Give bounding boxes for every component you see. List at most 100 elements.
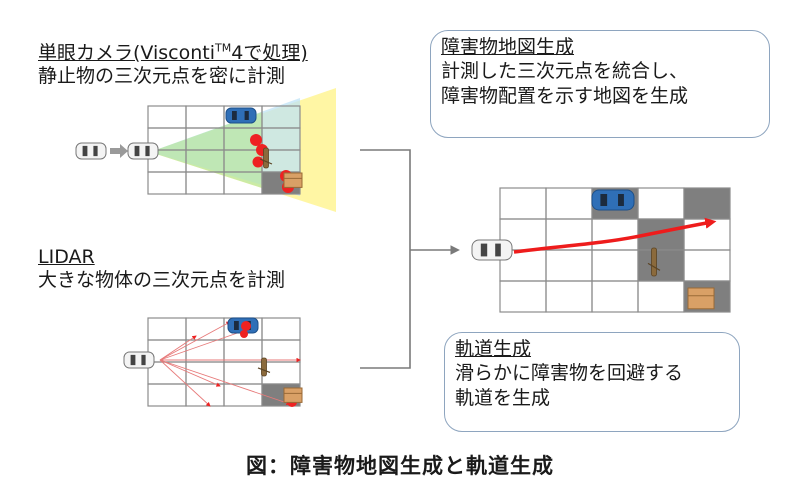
person-icon xyxy=(259,147,273,169)
person-shadow xyxy=(259,158,273,165)
map-callout-line1: 計測した三次元点を統合し、 xyxy=(441,60,689,83)
map-callout-line2: 障害物配置を示す地図を生成 xyxy=(441,84,689,107)
grid-cell xyxy=(261,339,301,363)
box-body xyxy=(283,387,303,403)
grid-cell xyxy=(147,317,187,341)
car-body xyxy=(75,142,107,160)
car-window xyxy=(141,354,146,366)
blue-car-icon xyxy=(225,107,257,124)
grid-cell xyxy=(545,187,593,220)
lidar-ray xyxy=(159,359,211,407)
person-shadow xyxy=(257,367,271,373)
grid-cell xyxy=(591,249,639,282)
lidar-ray xyxy=(159,359,291,405)
planned-trajectory xyxy=(513,217,717,254)
obstacle-point xyxy=(241,321,251,331)
car-window xyxy=(130,354,136,366)
trajectory-callout-line1: 滑らかに障害物を回避する xyxy=(455,362,684,385)
camera-title: 単眼カメラ(Visconti xyxy=(38,42,216,65)
grid-cell xyxy=(185,105,225,129)
grid-cell xyxy=(637,280,685,313)
lidar-label: LIDAR 大きな物体の三次元点を計測 xyxy=(38,246,285,292)
person-body xyxy=(263,147,269,169)
grid-cell xyxy=(223,339,263,363)
person-icon xyxy=(647,247,661,277)
car-window xyxy=(600,194,608,206)
grid-cell xyxy=(147,105,187,129)
camera-tm-mark: TM xyxy=(215,42,232,55)
trajectory-callout-line2: 軌道を生成 xyxy=(455,386,551,409)
box-icon xyxy=(283,387,303,403)
car-window xyxy=(234,321,239,330)
grid-cell xyxy=(147,171,187,195)
car-window xyxy=(480,243,488,257)
grid-cell xyxy=(637,187,685,220)
box-body xyxy=(687,287,715,310)
car-window xyxy=(93,145,98,157)
grid-cell xyxy=(185,383,225,407)
car-body xyxy=(471,239,513,261)
person-body xyxy=(261,357,267,377)
grid-cell xyxy=(185,361,225,385)
trajectory-generation-callout: 軌道生成 滑らかに障害物を回避する 軌道を生成 xyxy=(444,332,740,432)
car-body xyxy=(123,351,155,369)
map-callout-title: 障害物地図生成 xyxy=(441,36,575,58)
box-icon xyxy=(687,287,715,310)
obstacle-point xyxy=(240,330,248,338)
grid-cell xyxy=(683,187,731,220)
car-window xyxy=(82,145,88,157)
grid-cell xyxy=(185,171,225,195)
grid-cell xyxy=(499,187,547,220)
box-icon xyxy=(283,172,303,188)
camera-description: 静止物の三次元点を密に計測 xyxy=(38,65,286,88)
connector-bracket xyxy=(360,149,411,369)
grid-cell xyxy=(499,280,547,313)
car-body xyxy=(225,107,257,124)
car-window xyxy=(145,145,150,157)
camera-label: 単眼カメラ(ViscontiTM4で処理) 静止物の三次元点を密に計測 xyxy=(38,42,308,88)
map-generation-callout: 障害物地図生成 計測した三次元点を統合し、 障害物配置を示す地図を生成 xyxy=(430,30,770,138)
grid-cell xyxy=(261,361,301,385)
grid-cell xyxy=(683,249,731,282)
grid-cell xyxy=(545,280,593,313)
lidar-grid xyxy=(147,317,301,407)
lidar-ray xyxy=(159,335,197,361)
grid-cell xyxy=(147,383,187,407)
person-body xyxy=(651,247,657,277)
obstacle-point xyxy=(250,134,262,146)
car-window xyxy=(495,243,501,257)
car-body xyxy=(591,189,635,211)
car-window xyxy=(244,111,249,120)
obstacle-point xyxy=(252,156,264,168)
lidar-ray xyxy=(159,321,231,361)
white-car-icon xyxy=(75,142,107,160)
car-body xyxy=(127,142,159,160)
white-car-icon xyxy=(123,351,155,369)
white-car-icon xyxy=(471,239,513,261)
grid-cell xyxy=(591,218,639,251)
camera-motion-arrow-shaft xyxy=(110,148,120,154)
lidar-ray xyxy=(159,329,247,361)
blue-car-icon xyxy=(591,189,635,211)
car-window xyxy=(134,145,140,157)
person-icon xyxy=(257,357,271,377)
grid-cell xyxy=(223,383,263,407)
grid-cell xyxy=(261,317,301,341)
figure-caption: 図：障害物地図生成と軌道生成 xyxy=(246,454,554,478)
white-car-icon xyxy=(127,142,159,160)
camera-title-end: 4で処理) xyxy=(231,42,308,65)
box-body xyxy=(283,172,303,188)
grid-cell xyxy=(185,317,225,341)
lidar-title: LIDAR xyxy=(38,246,95,268)
lidar-description: 大きな物体の三次元点を計測 xyxy=(38,268,286,291)
grid-cell xyxy=(545,249,593,282)
lidar-ray xyxy=(159,359,221,387)
car-window xyxy=(618,194,624,206)
grid-cell xyxy=(223,361,263,385)
grid-cell xyxy=(591,280,639,313)
camera-motion-arrow-head xyxy=(120,144,128,158)
person-shadow xyxy=(647,262,661,271)
car-window xyxy=(232,111,237,120)
